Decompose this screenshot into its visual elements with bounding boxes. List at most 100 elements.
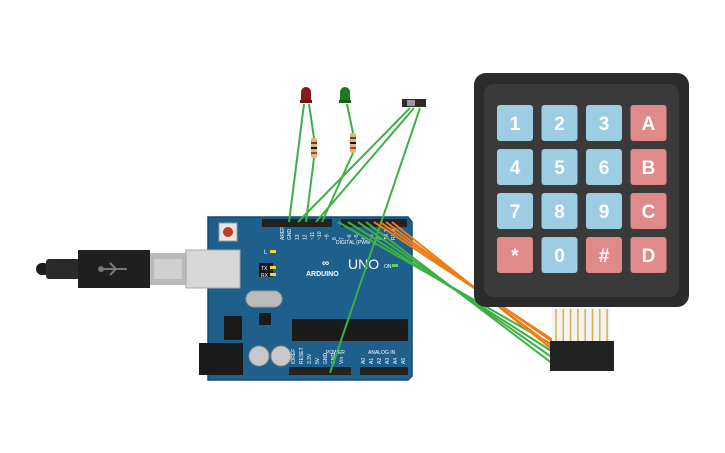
- green-led[interactable]: [339, 87, 351, 103]
- keypad-key-7[interactable]: 7: [497, 193, 533, 229]
- keypad-key-0[interactable]: 0: [541, 237, 578, 273]
- logo-symbol: ∞: [322, 258, 329, 269]
- aref-label: AREF: [280, 227, 286, 240]
- keypad-key-label: 3: [599, 114, 610, 135]
- keypad-key-1[interactable]: 1: [497, 105, 533, 141]
- rx-label: RX: [261, 273, 269, 279]
- orange-wires: [373, 221, 554, 351]
- voltage-regulator: [224, 316, 242, 340]
- keypad-key-label: 1: [510, 114, 521, 135]
- capacitors: [248, 345, 292, 367]
- power-header[interactable]: [289, 367, 351, 375]
- keypad-key-B[interactable]: B: [630, 149, 667, 185]
- keypad-key-3[interactable]: 3: [586, 105, 622, 141]
- pin-label: GND: [323, 353, 329, 365]
- slide-switch[interactable]: [402, 99, 426, 107]
- microcontroller-chip: [292, 319, 408, 341]
- pin-label: 2: [376, 237, 382, 240]
- pin-label: ~9: [325, 234, 331, 240]
- keypad-key-8[interactable]: 8: [541, 193, 578, 229]
- keypad-key-2[interactable]: 2: [541, 105, 578, 141]
- usb-chip: [259, 263, 273, 277]
- pin-label: 8: [332, 237, 338, 240]
- pin-label: TX 1: [384, 229, 390, 240]
- keypad-key-label: #: [599, 246, 610, 267]
- rx-led: [270, 273, 276, 276]
- on-label: ON: [384, 264, 392, 270]
- pin-label: 5V: [315, 357, 321, 364]
- tx-label: TX: [261, 266, 268, 272]
- pin-label: ~10: [317, 231, 323, 240]
- keypad-key-9[interactable]: 9: [586, 193, 622, 229]
- small-chip: [259, 313, 271, 325]
- keypad-key-label: *: [511, 246, 519, 267]
- pin-label: 7: [339, 237, 345, 240]
- keypad-key-star[interactable]: *: [497, 237, 533, 273]
- l-led: [270, 250, 276, 253]
- green-wires: [288, 103, 554, 374]
- pin-label: 12: [302, 234, 308, 240]
- resistor-green[interactable]: [350, 133, 356, 153]
- l-label: L: [264, 250, 268, 256]
- keypad-key-label: 0: [554, 246, 565, 267]
- keypad-key-D[interactable]: D: [630, 237, 667, 273]
- gnd-label: GND: [287, 229, 293, 241]
- keypad-key-5[interactable]: 5: [541, 149, 578, 185]
- digital-label: DIGITAL (PWM ~): [336, 240, 376, 246]
- brand-label: ARDUINO: [306, 271, 339, 278]
- model-label: UNO: [348, 256, 379, 272]
- analog-header[interactable]: [360, 367, 408, 375]
- keypad-key-C[interactable]: C: [630, 193, 667, 229]
- keypad-key-label: B: [642, 158, 656, 179]
- keypad-key-label: 2: [554, 114, 565, 135]
- pin-label: ~11: [310, 232, 316, 240]
- pin-label: A0: [361, 358, 367, 364]
- pin-label: A3: [385, 358, 391, 364]
- keypad-key-label: 8: [554, 202, 565, 223]
- keypad-key-4[interactable]: 4: [497, 149, 533, 185]
- keypad-key-label: 4: [510, 158, 521, 179]
- pin-label: Vin: [339, 357, 345, 364]
- keypad-key-hash[interactable]: #: [586, 237, 622, 273]
- pin-label: A4: [393, 358, 399, 364]
- keypad-key-A[interactable]: A: [630, 105, 667, 141]
- pin-label: 4: [362, 237, 368, 240]
- keypad-keys: 1 2 3 A 4 5 6 B 7 8 9 C * 0 # D: [497, 105, 667, 273]
- usb-port: [185, 249, 241, 289]
- digital-header-left[interactable]: [262, 219, 332, 227]
- on-led: [392, 264, 398, 267]
- pin-label: A5: [401, 358, 407, 364]
- pin-label: A1: [369, 358, 375, 364]
- keypad-key-label: D: [642, 246, 656, 267]
- usb-icon: [98, 262, 127, 276]
- keypad-key-label: C: [642, 202, 656, 223]
- crystal-oscillator: [245, 290, 283, 308]
- keypad-key-6[interactable]: 6: [586, 149, 622, 185]
- pin-label: ~6: [347, 234, 353, 240]
- keypad-ribbon: [552, 307, 610, 342]
- red-led[interactable]: [300, 87, 312, 103]
- keypad-connector[interactable]: [550, 341, 614, 371]
- keypad-key-label: 7: [510, 202, 521, 223]
- keypad[interactable]: 1 2 3 A 4 5 6 B 7 8 9 C * 0 # D: [474, 73, 689, 371]
- pin-label: A2: [377, 358, 383, 364]
- pin-label: IOREF: [291, 349, 297, 364]
- reset-button[interactable]: [218, 222, 238, 242]
- keypad-key-label: 6: [599, 158, 610, 179]
- keypad-key-label: 9: [599, 202, 610, 223]
- pin-label: 3.3V: [307, 353, 313, 364]
- tx-led: [270, 266, 276, 269]
- pin-label: RESET: [299, 347, 305, 364]
- power-label: POWER: [326, 350, 345, 356]
- arduino-board[interactable]: L TX RX ON ∞ ARDUINO UNO DIGITAL (PWM ~)…: [185, 216, 413, 381]
- keypad-key-label: 5: [554, 158, 565, 179]
- usb-cable: [36, 250, 188, 288]
- pin-label: ~5: [354, 234, 360, 240]
- resistor-red[interactable]: [311, 138, 317, 158]
- pin-label: 13: [295, 234, 301, 240]
- power-jack: [199, 343, 243, 375]
- analog-label: ANALOG IN: [368, 350, 396, 356]
- keypad-key-label: A: [642, 114, 656, 135]
